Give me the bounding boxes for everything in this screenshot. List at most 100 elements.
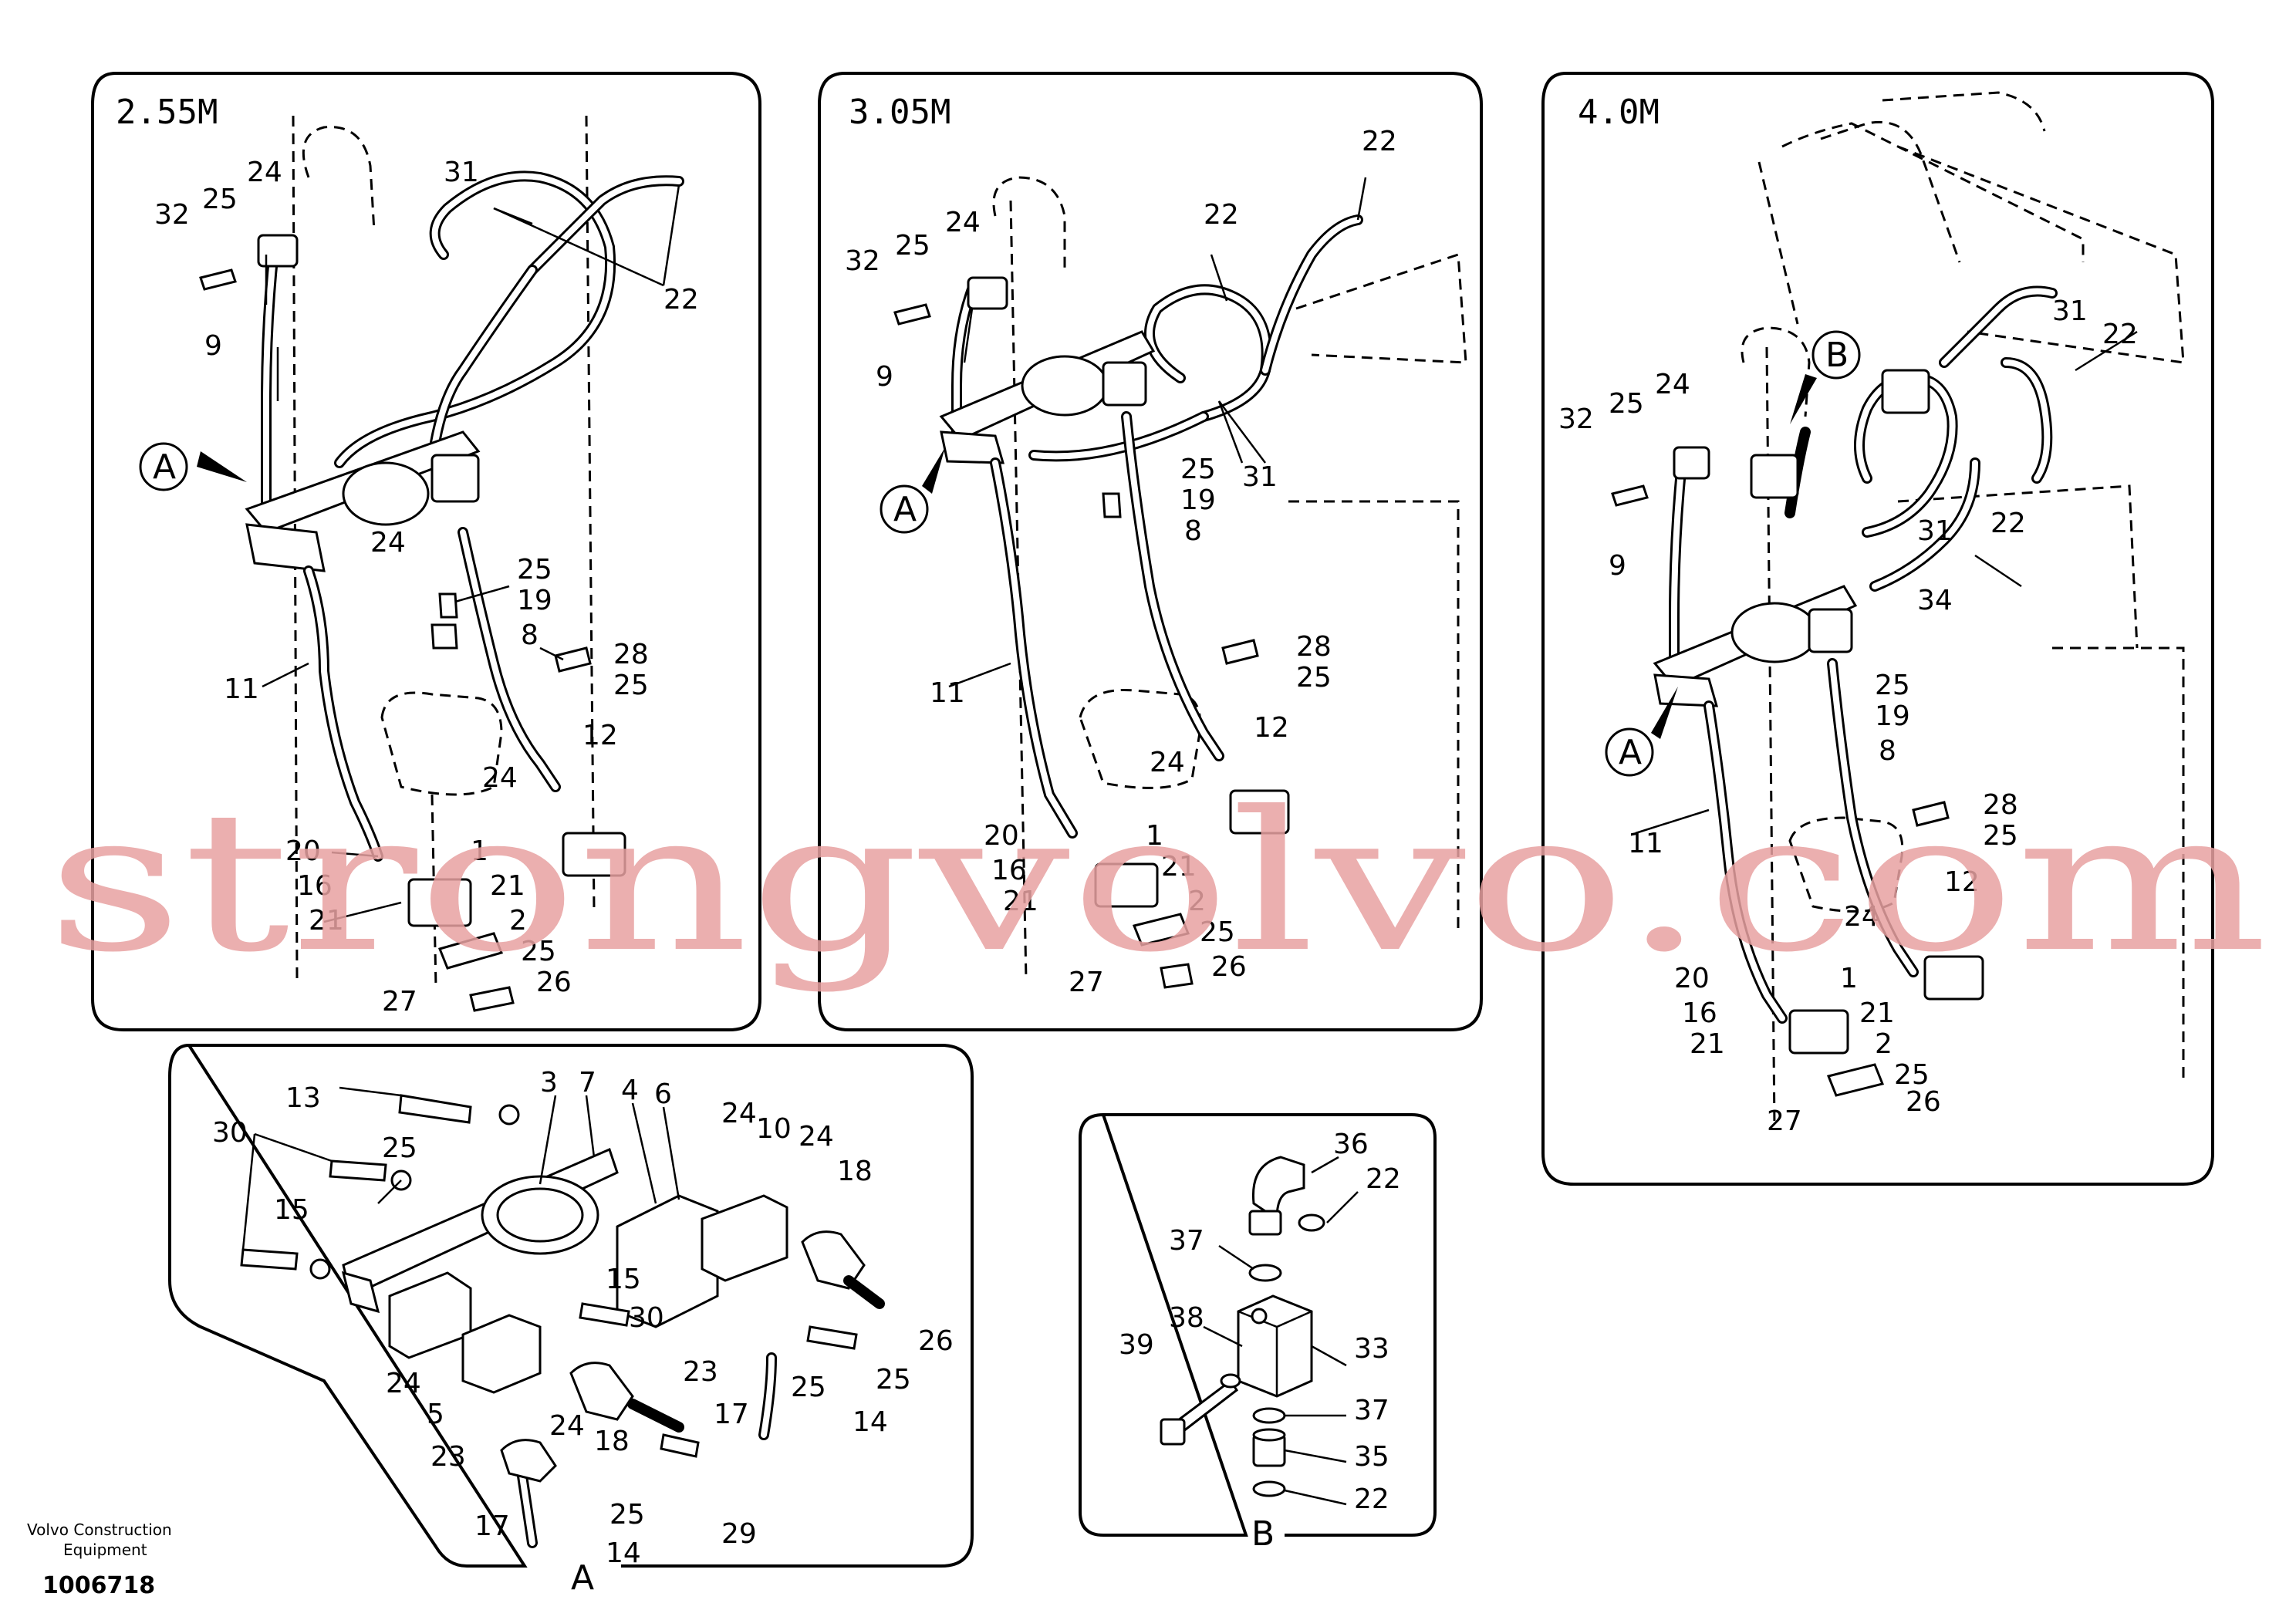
panel-title-2-55m: 2.55M (116, 93, 218, 132)
part-number-label: 25 (1609, 388, 1644, 420)
part-number-label: 25 (1296, 662, 1332, 694)
part-number-label: 21 (1690, 1028, 1725, 1060)
part-number-label: 25 (202, 184, 238, 215)
part-number-label: 31 (1242, 461, 1278, 493)
part-number-label: 30 (212, 1117, 248, 1149)
part-number-label: 24 (945, 207, 981, 238)
part-number-label: 25 (1983, 820, 2018, 852)
part-number-label: 25 (791, 1372, 826, 1403)
part-number-label: 38 (1169, 1302, 1204, 1334)
part-number-label: 17 (474, 1510, 510, 1542)
part-number-label: 24 (370, 527, 406, 559)
part-number-label: 2 (509, 905, 527, 937)
part-number-label: 23 (430, 1441, 466, 1473)
watermark-text: strongvolvo.com (46, 770, 2268, 994)
part-number-label: 28 (1983, 789, 2018, 821)
part-number-label: 31 (1917, 515, 1953, 547)
part-number-label: 32 (1558, 403, 1594, 435)
part-number-label: 15 (274, 1194, 309, 1226)
part-number-label: 19 (1875, 700, 1910, 732)
panel-3-05m: 3.05M (818, 72, 1483, 1031)
part-number-label: 22 (1354, 1483, 1389, 1515)
part-number-label: 25 (382, 1132, 417, 1164)
part-labels-4-0m: 31 22 32 25 24 9 31 22 34 25 19 8 28 25 … (1558, 295, 2138, 1137)
part-number-label: 16 (1682, 997, 1717, 1029)
part-number-label: 18 (594, 1426, 630, 1457)
part-number-label: 24 (247, 157, 282, 188)
part-labels-3-05m: 22 22 32 25 24 9 31 25 19 8 28 25 11 12 … (845, 126, 1397, 998)
part-number-label: 26 (1906, 1086, 1941, 1118)
part-number-label: 22 (1204, 199, 1239, 231)
part-number-label: 24 (721, 1098, 757, 1129)
part-number-label: 25 (1894, 1059, 1930, 1091)
part-number-label: 22 (1990, 508, 2026, 539)
part-number-label: 23 (683, 1356, 718, 1388)
part-number-label: 1 (1146, 820, 1163, 852)
part-number-label: 35 (1354, 1441, 1389, 1473)
panel-title-3-05m: 3.05M (849, 93, 950, 132)
detail-a-panel: A (168, 1043, 974, 1598)
part-number-label: 36 (1333, 1129, 1369, 1160)
brand-line-2: Equipment (63, 1541, 147, 1559)
part-number-label: 24 (482, 762, 518, 794)
part-number-label: 27 (382, 986, 417, 1018)
part-number-label: 31 (2052, 295, 2088, 327)
part-number-label: 25 (609, 1499, 645, 1531)
part-number-label: 21 (490, 870, 525, 902)
part-number-label: 2 (1875, 1028, 1893, 1060)
callout-b-4-0m: B (1790, 330, 1861, 424)
panel-title-4-0m: 4.0M (1578, 93, 1660, 132)
part-number-label: 30 (629, 1302, 664, 1334)
part-number-label: 2 (1188, 886, 1206, 917)
panel-2-55m: 2.55M (91, 72, 761, 1031)
part-number-label: 16 (297, 870, 333, 902)
part-number-label: 7 (579, 1067, 596, 1099)
part-number-label: 22 (2102, 319, 2138, 350)
part-number-label: 9 (1609, 550, 1626, 582)
part-number-label: 21 (1003, 886, 1038, 917)
part-number-label: 29 (721, 1518, 757, 1550)
part-number-label: 25 (1180, 454, 1216, 485)
part-number-label: 25 (876, 1364, 911, 1396)
part-number-label: 21 (1859, 997, 1895, 1029)
part-number-label: 37 (1169, 1225, 1204, 1257)
part-number-label: 27 (1069, 967, 1104, 998)
part-number-label: 25 (1200, 916, 1235, 948)
detail-b-caption: B (1251, 1514, 1275, 1554)
part-number-label: 34 (1917, 585, 1953, 616)
part-number-label: 1 (1840, 963, 1858, 994)
svg-text:A: A (153, 447, 176, 487)
part-number-label: 14 (853, 1406, 888, 1438)
part-number-label: 20 (984, 820, 1019, 852)
part-number-label: 13 (285, 1082, 321, 1114)
part-number-label: 12 (582, 720, 618, 751)
part-number-label: 37 (1354, 1395, 1389, 1426)
part-number-label: 24 (1655, 369, 1690, 400)
part-number-label: 22 (1362, 126, 1397, 157)
part-number-label: 11 (930, 677, 965, 709)
part-number-label: 39 (1119, 1329, 1154, 1361)
part-number-label: 9 (876, 361, 893, 393)
part-number-label: 25 (895, 230, 930, 262)
part-number-label: 17 (714, 1399, 749, 1430)
part-number-label: 33 (1354, 1333, 1389, 1365)
part-number-label: 20 (1674, 963, 1710, 994)
part-number-label: 8 (521, 619, 539, 651)
part-number-label: 26 (1211, 951, 1247, 983)
part-number-label: 18 (837, 1156, 873, 1187)
part-number-label: 25 (613, 670, 649, 701)
part-number-label: 12 (1944, 866, 1980, 898)
part-number-label: 22 (663, 284, 699, 316)
part-labels-detail-b: 36 22 37 38 39 33 37 35 22 (1119, 1129, 1401, 1515)
part-number-label: 24 (386, 1368, 421, 1399)
part-number-label: 10 (756, 1113, 792, 1145)
part-number-label: 22 (1366, 1163, 1401, 1195)
part-number-label: 8 (1184, 515, 1202, 547)
part-number-label: 19 (517, 585, 552, 616)
part-number-label: 25 (521, 936, 556, 967)
part-number-label: 12 (1254, 712, 1289, 744)
svg-text:B: B (1825, 336, 1849, 375)
part-number-label: 16 (991, 855, 1027, 886)
part-number-label: 28 (1296, 631, 1332, 663)
